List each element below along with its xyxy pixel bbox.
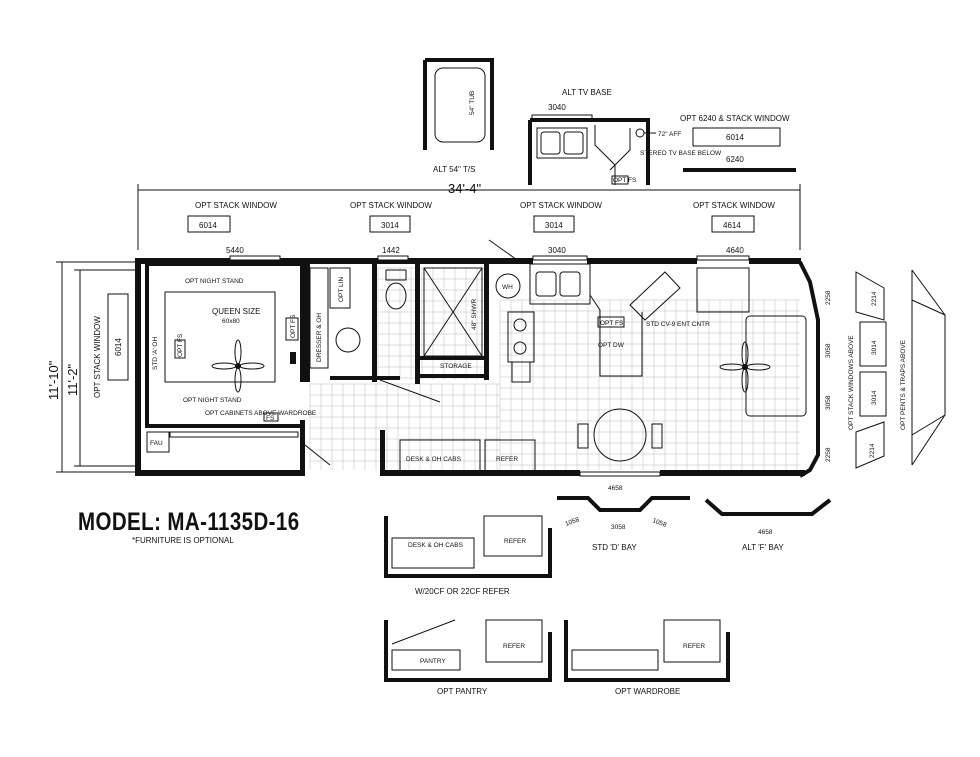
alt-tv-insert: ALT TV BASE 3040 OPT FS 72" AFF STEREO T…: [528, 88, 722, 185]
svg-text:1058: 1058: [651, 517, 667, 529]
pantry-variant: PANTRY REFER OPT PANTRY: [384, 619, 552, 696]
svg-text:2214: 2214: [871, 291, 878, 306]
alt-tv-affix: 72" AFF: [658, 131, 681, 138]
svg-text:FAU: FAU: [150, 440, 163, 447]
d-bay-variant: 1058 3058 1058 STD 'D' BAY: [557, 496, 690, 552]
svg-text:3040: 3040: [548, 246, 566, 255]
svg-text:FS: FS: [266, 415, 275, 422]
svg-text:1058: 1058: [564, 516, 580, 528]
svg-text:OPT STACK WINDOW: OPT STACK WINDOW: [520, 201, 602, 210]
main-plan: FAU OPT NIGHT STAND QUEEN SIZE 60x80 OPT…: [135, 239, 820, 478]
svg-text:OPT STACK WINDOW: OPT STACK WINDOW: [93, 316, 102, 398]
svg-text:OPT FS: OPT FS: [290, 314, 297, 338]
svg-text:5440: 5440: [226, 246, 244, 255]
svg-text:4614: 4614: [723, 221, 741, 230]
overall-dimension: 34'-4": [137, 181, 801, 250]
svg-text:W/20CF OR 22CF REFER: W/20CF OR 22CF REFER: [415, 587, 510, 596]
svg-text:PANTRY: PANTRY: [420, 658, 446, 665]
svg-text:3058: 3058: [825, 343, 832, 358]
opt-6240-caption: OPT 6240 & STACK WINDOW: [680, 114, 790, 123]
opt-6240-stack: 6014: [726, 133, 744, 142]
svg-text:11'-2": 11'-2": [65, 363, 80, 396]
svg-text:OPT DW: OPT DW: [598, 342, 625, 349]
svg-text:STORAGE: STORAGE: [440, 363, 472, 370]
svg-text:2258: 2258: [825, 447, 832, 462]
svg-text:4640: 4640: [726, 246, 744, 255]
svg-text:DESK & OH CABS: DESK & OH CABS: [408, 542, 464, 549]
svg-text:REFER: REFER: [496, 456, 518, 463]
svg-text:OPT STACK WINDOWS ABOVE: OPT STACK WINDOWS ABOVE: [848, 335, 855, 430]
svg-text:OPT FS: OPT FS: [177, 333, 184, 357]
svg-text:3014: 3014: [545, 221, 563, 230]
svg-text:11'-10": 11'-10": [46, 360, 61, 400]
furniture-note: *FURNITURE IS OPTIONAL: [132, 536, 234, 545]
svg-text:OPT STACK WINDOW: OPT STACK WINDOW: [693, 201, 775, 210]
svg-text:QUEEN SIZE: QUEEN SIZE: [212, 307, 260, 316]
opt-6240-insert: OPT 6240 & STACK WINDOW 6014 6240: [680, 114, 796, 172]
top-windows: OPT STACK WINDOW 6014 5440 OPT STACK WIN…: [187, 201, 775, 255]
svg-text:REFER: REFER: [503, 643, 525, 650]
ceiling-fan-living-icon: [719, 341, 771, 393]
svg-text:1442: 1442: [382, 246, 400, 255]
alt-tv-caption: ALT TV BASE: [562, 88, 612, 97]
opt-6240-main: 6240: [726, 155, 744, 164]
svg-text:STD CV-9 ENT CNTR: STD CV-9 ENT CNTR: [646, 321, 710, 328]
ceiling-fan-bedroom-icon: [211, 339, 265, 393]
svg-text:DESK & OH CABS: DESK & OH CABS: [406, 456, 462, 463]
alt-tv-note: STEREO TV BASE BELOW: [640, 150, 722, 157]
svg-text:STD 'D' BAY: STD 'D' BAY: [592, 543, 637, 552]
wardrobe-variant: REFER OPT WARDROBE: [564, 619, 730, 696]
svg-text:3014: 3014: [871, 340, 878, 355]
svg-text:OPT CABINETS ABOVE WARDROBE: OPT CABINETS ABOVE WARDROBE: [205, 410, 317, 417]
svg-text:48" SHWR: 48" SHWR: [471, 298, 478, 330]
svg-text:OPT NIGHT STAND: OPT NIGHT STAND: [183, 397, 242, 404]
alt-tub-insert: 54" TUB ALT 54" T/S: [423, 58, 494, 174]
f-bay-variant: 4658 ALT 'F' BAY: [704, 498, 832, 552]
svg-text:OPT STACK WINDOW: OPT STACK WINDOW: [350, 201, 432, 210]
svg-text:OPT PENTS & TRAPS ABOVE: OPT PENTS & TRAPS ABOVE: [900, 339, 907, 430]
svg-text:2214: 2214: [869, 443, 876, 458]
svg-text:ALT 'F' BAY: ALT 'F' BAY: [742, 543, 784, 552]
svg-text:3058: 3058: [825, 395, 832, 410]
svg-text:REFER: REFER: [504, 538, 526, 545]
overall-length: 34'-4": [448, 181, 482, 196]
svg-text:REFER: REFER: [683, 643, 705, 650]
svg-text:2258: 2258: [825, 290, 832, 305]
svg-text:3014: 3014: [871, 390, 878, 405]
model-title: MODEL: MA-1135D-16: [78, 508, 300, 536]
svg-text:60x80: 60x80: [222, 318, 240, 325]
svg-text:3014: 3014: [381, 221, 399, 230]
right-windows: 2258 3058 3058 2258 OPT STACK WINDOWS AB…: [608, 269, 946, 492]
left-dimensions: 11'-10" 11'-2" OPT STACK WINDOW 6014: [46, 261, 135, 473]
svg-text:STD 'A' OH: STD 'A' OH: [152, 337, 159, 370]
svg-text:WH: WH: [502, 284, 513, 291]
svg-text:DRESSER & OH: DRESSER & OH: [316, 313, 323, 362]
alt-tub-caption: ALT 54" T/S: [433, 165, 475, 174]
svg-text:3058: 3058: [611, 524, 626, 531]
svg-text:OPT NIGHT STAND: OPT NIGHT STAND: [185, 278, 244, 285]
tub-label: 54" TUB: [469, 91, 476, 115]
svg-text:OPT FS: OPT FS: [600, 320, 624, 327]
svg-text:6014: 6014: [114, 338, 123, 356]
alt-tv-window: 3040: [548, 103, 566, 112]
svg-text:6014: 6014: [199, 221, 217, 230]
alt-tv-fs: OPT FS: [613, 177, 637, 184]
svg-text:4658: 4658: [758, 529, 773, 536]
svg-text:4658: 4658: [608, 485, 623, 492]
svg-text:OPT STACK WINDOW: OPT STACK WINDOW: [195, 201, 277, 210]
svg-text:OPT WARDROBE: OPT WARDROBE: [615, 687, 680, 696]
svg-text:OPT LIN: OPT LIN: [338, 277, 345, 302]
w20-variant: DESK & OH CABS REFER W/20CF OR 22CF REFE…: [384, 515, 552, 596]
svg-text:OPT PANTRY: OPT PANTRY: [437, 687, 488, 696]
